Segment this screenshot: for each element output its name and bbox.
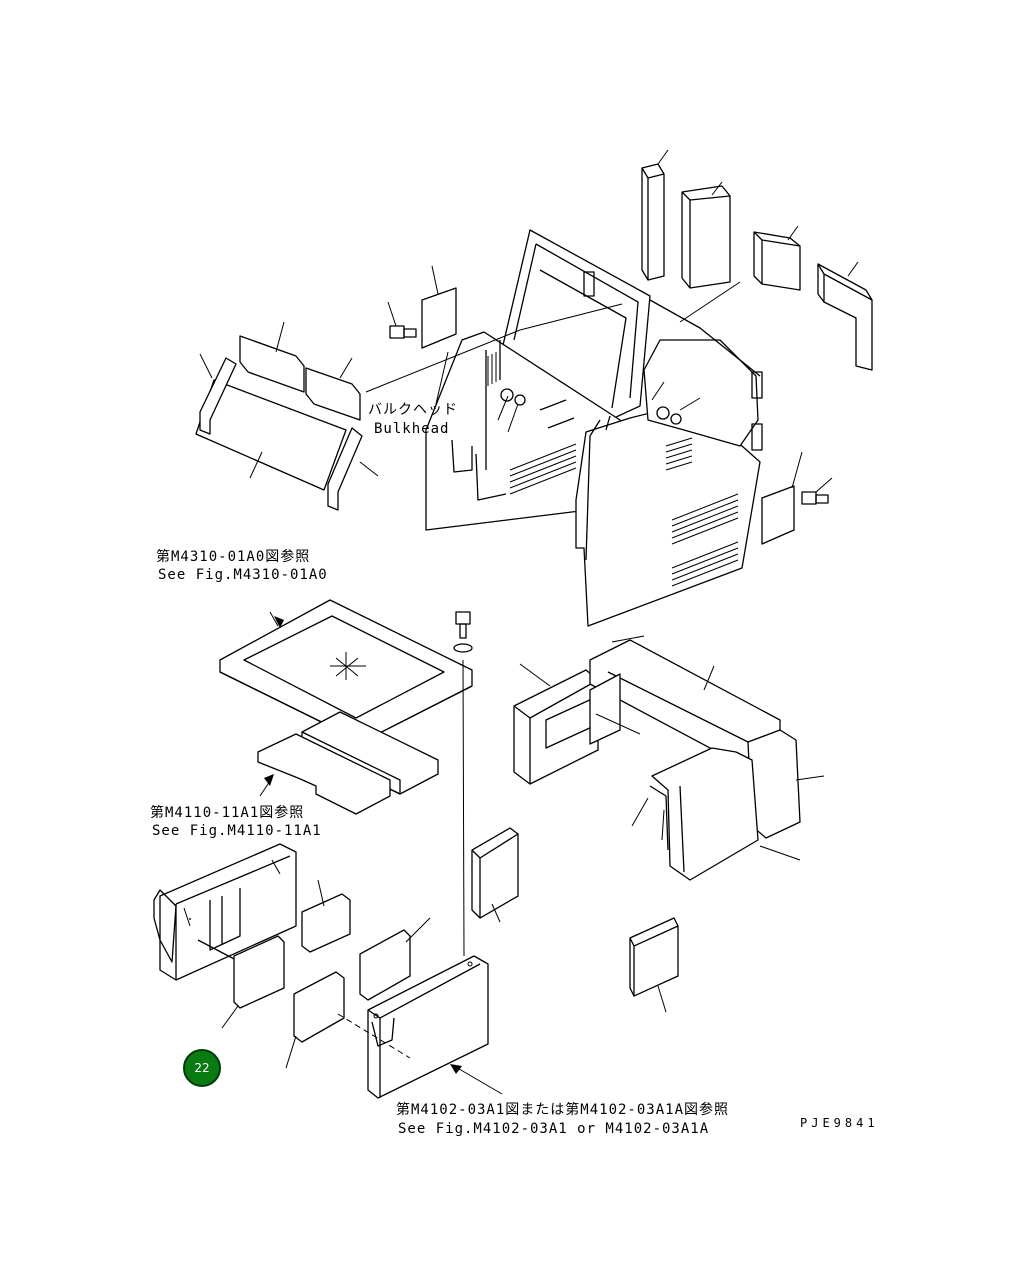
- pad-bracket-c: [359, 917, 431, 1001]
- enclosure-panel: [337, 955, 503, 1099]
- ref3-label-jp: 第M4102-03A1図または第M4102-03A1A図参照: [396, 1102, 730, 1118]
- plate-top-left: [421, 265, 457, 349]
- ref3-label-en: See Fig.M4102-03A1 or M4102-03A1A: [398, 1121, 710, 1137]
- ref2-label-jp: 第M4110-11A1図参照: [150, 805, 305, 821]
- ref2-label-en: See Fig.M4110-11A1: [152, 823, 322, 839]
- bolt-center: [453, 611, 473, 957]
- console-assembly: [425, 229, 763, 627]
- ref1-label-jp: 第M4310-01A0図参照: [156, 549, 311, 565]
- drawing-code: PJE9841: [800, 1116, 879, 1130]
- bulkhead-label-en: Bulkhead: [374, 421, 450, 437]
- side-pads-right: [513, 635, 825, 881]
- plate-top-right: [761, 451, 803, 545]
- ref1-label-en: See Fig.M4310-01A0: [158, 567, 328, 583]
- pad-center-small: [471, 827, 519, 923]
- pad-l-shaped: [817, 261, 873, 371]
- floor-mat: [257, 711, 439, 815]
- pad-rect-tall: [681, 181, 731, 289]
- pad-lower-right: [629, 917, 679, 1013]
- bolt-top-left: [387, 301, 417, 339]
- pad-bracket-b: [221, 935, 285, 1029]
- bulkhead-label-jp: バルクヘッド: [368, 402, 458, 418]
- page-number-badge[interactable]: 22: [183, 1049, 221, 1087]
- seat-cushion-group: [195, 321, 379, 511]
- pad-bracket-a: [301, 879, 351, 953]
- pad-small-square: [753, 225, 801, 291]
- bracket-frame: [153, 843, 297, 981]
- pad-tall-narrow: [641, 149, 669, 281]
- pad-bracket-d: [285, 971, 345, 1069]
- page-number: 22: [194, 1061, 210, 1075]
- floor-plate: [219, 599, 473, 743]
- bolt-top-right: [801, 477, 833, 505]
